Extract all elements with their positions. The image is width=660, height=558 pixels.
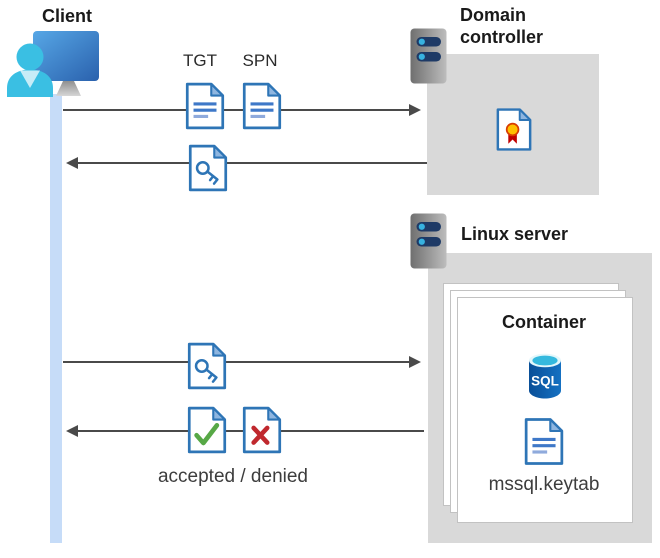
person-collar-icon	[20, 70, 40, 88]
arrow-dc-to-client-head-icon	[66, 157, 78, 169]
linux-server-label: Linux server	[461, 224, 569, 244]
spn-label: SPN	[242, 51, 278, 70]
arrow-linux-to-client-head-icon	[66, 425, 78, 437]
client-lifeline	[50, 94, 62, 543]
accepted-denied-label: accepted / denied	[157, 466, 308, 487]
client-workstation-icon	[7, 31, 99, 97]
tgt-document-icon	[185, 82, 225, 130]
tgt-label: TGT	[183, 51, 217, 70]
keytab-document-icon	[524, 418, 564, 465]
cross-icon	[251, 425, 270, 445]
monitor-icon	[33, 31, 99, 81]
arrow-dc-to-client-line	[76, 162, 427, 164]
sql-badge-text: SQL	[531, 374, 559, 389]
person-head-icon	[16, 43, 44, 71]
domain-controller-label: Domain controller	[460, 5, 544, 47]
sql-database-icon: SQL	[529, 353, 561, 399]
check-icon	[194, 423, 220, 446]
key-ticket-document-icon	[188, 144, 228, 192]
key-ticket-to-linux-document-icon	[187, 342, 227, 390]
domain-controller-server-icon	[410, 28, 447, 84]
container-card-front	[457, 297, 633, 523]
arrow-client-to-linux-line	[63, 361, 412, 363]
container-label: Container	[501, 312, 586, 332]
arrow-client-to-dc-line	[63, 109, 412, 111]
arrow-client-to-dc-head-icon	[409, 104, 421, 116]
client-label: Client	[41, 6, 92, 26]
arrow-client-to-linux-head-icon	[409, 356, 421, 368]
accepted-document-icon	[187, 406, 227, 454]
certificate-document-icon	[496, 108, 532, 151]
monitor-stand-icon	[56, 81, 81, 96]
spn-document-icon	[242, 82, 282, 130]
denied-document-icon	[242, 406, 282, 454]
linux-server-icon	[410, 213, 447, 269]
keytab-label: mssql.keytab	[488, 474, 600, 495]
